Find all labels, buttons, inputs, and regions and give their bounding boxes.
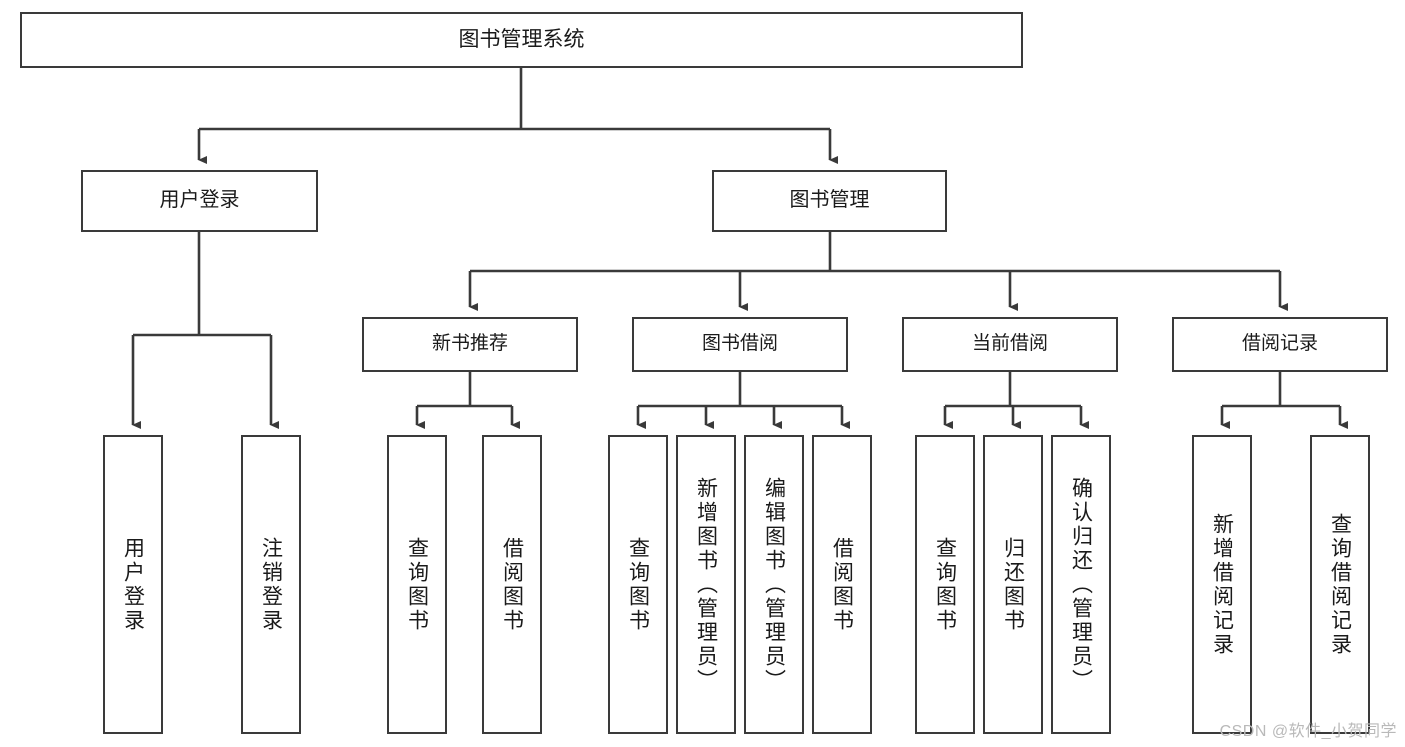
leaf-borrow-book-recommend-label: 借阅图书 xyxy=(500,536,524,633)
leaf-query-book-recommend[interactable]: 查询图书 xyxy=(387,435,447,734)
leaf-user-login-label: 用户登录 xyxy=(121,536,145,633)
leaf-query-borrow-record-label: 查询借阅记录 xyxy=(1328,512,1352,657)
leaf-confirm-return-admin[interactable]: 确认归还（管理员） xyxy=(1051,435,1111,734)
leaf-borrow-book-label: 借阅图书 xyxy=(830,536,854,633)
leaf-logout[interactable]: 注销登录 xyxy=(241,435,301,734)
leaf-add-book-admin-label: 新增图书（管理员） xyxy=(694,476,718,693)
node-book-management[interactable]: 图书管理 xyxy=(712,170,947,232)
node-borrow-record[interactable]: 借阅记录 xyxy=(1172,317,1388,372)
leaf-edit-book-admin[interactable]: 编辑图书（管理员） xyxy=(744,435,804,734)
node-user-login-label: 用户登录 xyxy=(159,189,240,212)
leaf-query-book-borrow-label: 查询图书 xyxy=(626,536,650,633)
leaf-confirm-return-admin-label: 确认归还（管理员） xyxy=(1069,476,1093,693)
node-new-book-recommend-label: 新书推荐 xyxy=(431,333,508,355)
leaf-add-book-admin[interactable]: 新增图书（管理员） xyxy=(676,435,736,734)
leaf-query-book-recommend-label: 查询图书 xyxy=(405,536,429,633)
node-new-book-recommend[interactable]: 新书推荐 xyxy=(362,317,578,372)
leaf-query-book-current[interactable]: 查询图书 xyxy=(915,435,975,734)
node-book-management-label: 图书管理 xyxy=(789,189,870,212)
node-book-borrow[interactable]: 图书借阅 xyxy=(632,317,848,372)
leaf-add-borrow-record[interactable]: 新增借阅记录 xyxy=(1192,435,1252,734)
csdn-watermark: CSDN @软件_小贺同学 xyxy=(1219,723,1397,740)
leaf-borrow-book[interactable]: 借阅图书 xyxy=(812,435,872,734)
leaf-return-book-label: 归还图书 xyxy=(1001,536,1025,633)
leaf-borrow-book-recommend[interactable]: 借阅图书 xyxy=(482,435,542,734)
node-root[interactable]: 图书管理系统 xyxy=(20,12,1023,68)
node-user-login[interactable]: 用户登录 xyxy=(81,170,318,232)
leaf-query-borrow-record[interactable]: 查询借阅记录 xyxy=(1310,435,1370,734)
leaf-add-borrow-record-label: 新增借阅记录 xyxy=(1210,512,1234,657)
leaf-user-login[interactable]: 用户登录 xyxy=(103,435,163,734)
leaf-query-book-borrow[interactable]: 查询图书 xyxy=(608,435,668,734)
leaf-logout-label: 注销登录 xyxy=(259,536,283,633)
node-book-borrow-label: 图书借阅 xyxy=(701,333,778,355)
node-root-label: 图书管理系统 xyxy=(458,27,585,51)
node-current-borrow-label: 当前借阅 xyxy=(971,333,1048,355)
leaf-query-book-current-label: 查询图书 xyxy=(933,536,957,633)
node-current-borrow[interactable]: 当前借阅 xyxy=(902,317,1118,372)
leaf-edit-book-admin-label: 编辑图书（管理员） xyxy=(762,476,786,693)
node-borrow-record-label: 借阅记录 xyxy=(1241,333,1318,355)
leaf-return-book[interactable]: 归还图书 xyxy=(983,435,1043,734)
